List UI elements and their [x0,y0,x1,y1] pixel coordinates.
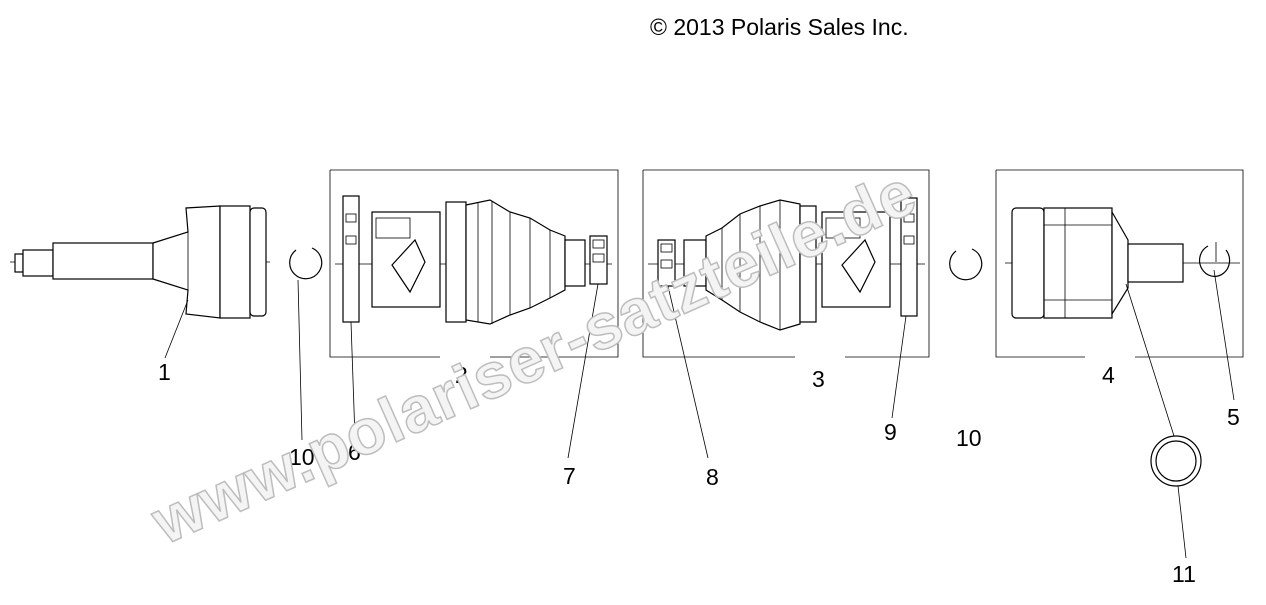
kit-box-3 [642,169,930,358]
callout-1: 1 [158,359,171,385]
callout-4: 4 [1102,362,1115,388]
callout-10-right: 10 [956,425,982,451]
boot-clamp-large [342,195,360,323]
callouts: 1 2 3 4 5 6 7 8 9 10 10 11 [158,359,1240,587]
leader-lines [164,269,1235,559]
boot-clamp-small [589,235,608,285]
callout-11: 11 [1172,561,1196,587]
inner-cv-joint [1011,207,1184,319]
callout-3: 3 [812,366,825,392]
boot-clamp-small-inner [657,239,676,287]
callout-2: 2 [455,362,468,388]
retaining-ring [1199,242,1231,277]
grease-packet-left [371,211,441,308]
callout-7: 7 [563,463,576,489]
callout-8: 8 [706,464,719,490]
outer-cv-joint [14,205,267,319]
copyright-notice: © 2013 Polaris Sales Inc. [650,14,909,40]
kit-box-4 [995,169,1244,358]
boot-clamp-large-inner [900,197,918,317]
grease-packet-right [821,211,891,308]
cv-boot-outer [445,199,586,325]
callout-6: 6 [348,439,361,465]
callout-5: 5 [1227,404,1240,430]
cv-boot-inner [683,199,817,331]
callout-9: 9 [884,419,897,445]
snap-ring-left [289,247,323,280]
o-ring [1150,435,1202,487]
callout-10-left: 10 [289,444,315,470]
snap-ring-right [949,248,983,281]
kit-box-2 [329,169,619,358]
